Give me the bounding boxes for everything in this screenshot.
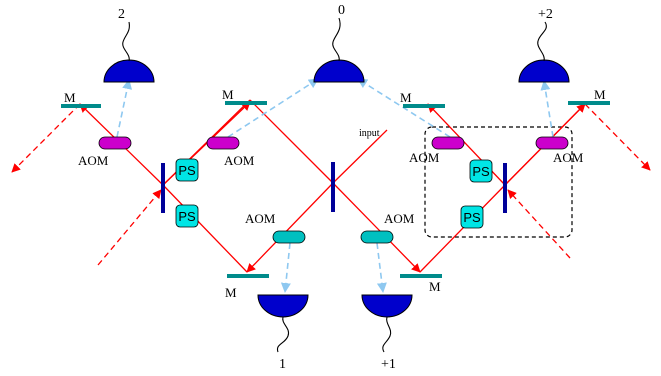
- detector-top-center-icon: [313, 59, 365, 83]
- aom-label-bottom-left: AOM: [245, 211, 276, 226]
- phase-shifter-right-lower: PS: [460, 205, 484, 229]
- aom-top-center-left: [206, 136, 240, 150]
- mirror-top-right-inner: [403, 104, 445, 108]
- beam-bottom-right-to-right-splitter: [419, 184, 506, 273]
- aoms: [98, 136, 569, 244]
- mirror-top-center: [225, 101, 267, 105]
- det-beam-bottom-right: [376, 242, 387, 293]
- phase-shifters: PS PS PS PS: [175, 158, 493, 229]
- aom-bottom-left: [272, 230, 306, 244]
- detector-wires-bottom: [276, 316, 392, 353]
- mirror-top-right: [568, 101, 610, 105]
- input-label: input: [359, 128, 380, 139]
- dashed-beam-left-in: [97, 189, 162, 266]
- beam-splitter-right: [503, 163, 507, 213]
- det-beam-top-right: [540, 80, 554, 138]
- beam-bottom-left-to-left-splitter: [162, 184, 248, 273]
- detector-labels: 2 0 +2 1 +1: [118, 3, 553, 372]
- beam-center-to-mirror-top: [249, 99, 334, 184]
- phase-shifter-left-lower: PS: [175, 204, 199, 228]
- detector-bottom-left-icon: [257, 294, 309, 318]
- mirror-label-top-left: M: [64, 90, 76, 105]
- svg-text:PS: PS: [178, 209, 196, 224]
- aom-labels: AOM AOM AOM AOM AOM AOM: [78, 150, 584, 226]
- mirror-label-top-right: M: [594, 87, 606, 102]
- mirror-label-bottom-right: M: [429, 279, 441, 294]
- mirror-label-bottom-left: M: [225, 285, 237, 300]
- detector-top-left-icon: [103, 59, 155, 83]
- aom-label-bottom-right: AOM: [384, 211, 415, 226]
- dashed-beam-left-out: [11, 103, 81, 173]
- beam-center-to-bottom-right: [332, 182, 421, 273]
- detector-label-top-left: 2: [118, 7, 125, 22]
- mirror-label-top-right-inner: M: [400, 90, 412, 105]
- mirrors: [61, 101, 610, 278]
- detector-wires-top: [122, 17, 547, 62]
- detector-label-bottom-left: 1: [279, 357, 286, 372]
- det-beam-bottom-left: [280, 242, 291, 293]
- detectors-bottom: [257, 294, 413, 318]
- aom-label-top-left: AOM: [78, 153, 109, 168]
- det-beam-top-left: [116, 79, 133, 138]
- detectors-top: [103, 59, 570, 83]
- mirror-bottom-left: [227, 274, 269, 278]
- beam-splitter-left: [161, 163, 165, 213]
- aom-top-left: [98, 136, 132, 150]
- det-beam-top-center-left: [227, 78, 319, 138]
- svg-text:PS: PS: [472, 164, 490, 179]
- aom-label-top-center-left: AOM: [224, 153, 255, 168]
- mirror-bottom-right: [400, 274, 442, 278]
- mirror-label-top-center: M: [222, 87, 234, 102]
- aom-top-center-right: [431, 136, 465, 150]
- detector-label-bottom-right: +1: [381, 357, 396, 372]
- aom-bottom-right: [360, 230, 394, 244]
- dashed-beams: [11, 103, 651, 266]
- beam-splitter-center: [331, 162, 335, 212]
- phase-shifter-right-upper: PS: [469, 159, 493, 183]
- mirror-top-left: [61, 104, 101, 108]
- beam-center-to-bottom-left: [246, 182, 334, 273]
- detector-label-top-center: 0: [338, 3, 345, 18]
- mirror-labels: M M M M M M: [64, 87, 606, 300]
- svg-text:PS: PS: [463, 210, 481, 225]
- dashed-beam-right-out: [584, 103, 651, 171]
- input-beam: [332, 129, 388, 184]
- detector-top-right-icon: [518, 59, 570, 83]
- phase-shifter-left-upper: PS: [175, 158, 199, 182]
- dashed-beam-right-in: [507, 189, 571, 259]
- beam-splitters: [161, 162, 507, 213]
- svg-text:PS: PS: [178, 163, 196, 178]
- aom-top-right: [535, 136, 569, 150]
- detector-bottom-right-icon: [361, 294, 413, 318]
- detector-label-top-right: +2: [538, 7, 553, 22]
- subsystem-dashed-box: [424, 126, 573, 238]
- aom-label-top-right: AOM: [553, 150, 584, 165]
- aom-label-top-center-right: AOM: [409, 150, 440, 165]
